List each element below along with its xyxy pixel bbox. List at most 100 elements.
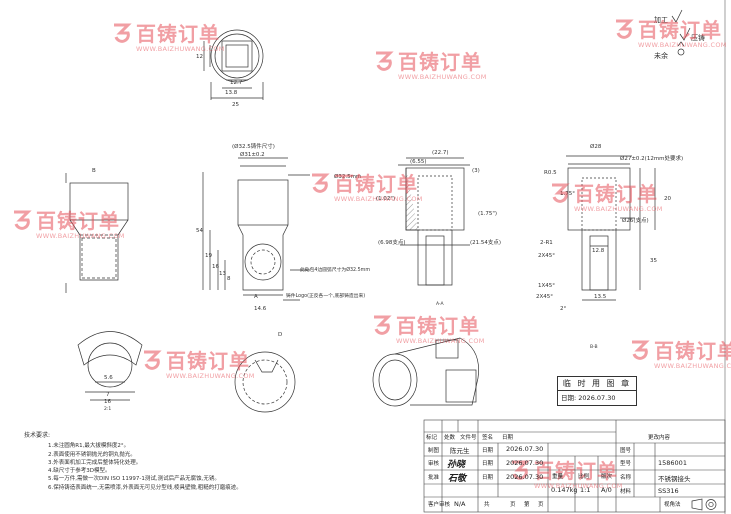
front-view [65, 173, 129, 293]
dim-front-logo-size: 此处包4边圆弧尺寸为Ø32.5mm [300, 266, 370, 273]
dim-bb-35: 35 [650, 258, 657, 264]
dim-front-h13: 13 [219, 271, 226, 277]
watermark-brand-cn: 百铸订单 [638, 18, 722, 42]
tb-customer-label: 客户审核 [428, 502, 451, 508]
dim-side-56: 5.6 [104, 375, 113, 381]
top-view [203, 29, 264, 100]
watermark: 百铸订单 WWW.BAIZHUWANG.COM [308, 168, 423, 203]
watermark-brand-cn: 百铸订单 [396, 314, 480, 338]
note-item: 5.每一万件,需做一次DIN ISO 11997-1测试,测试后产品无腐蚀,无锈… [48, 476, 220, 483]
tb-date-label-review: 日期 [482, 461, 494, 467]
watermark-brand-cn: 百铸订单 [36, 209, 120, 233]
tb-version: A/0 [601, 486, 612, 494]
tb-name-approve: 石敬 [448, 474, 467, 484]
brand-logo-icon [552, 183, 570, 203]
title-block-grid [423, 419, 726, 513]
dim-bb-r05: R0.5 [544, 170, 557, 176]
tb-role-review: 审核 [428, 461, 440, 467]
tb-name-label: 名称 [620, 475, 632, 481]
main-view [202, 157, 310, 301]
tb-scale-label: 比例 [578, 474, 590, 480]
dim-front-h19: 19 [205, 253, 212, 259]
watermark: 百铸订单 WWW.BAIZHUWANG.COM [372, 46, 487, 81]
dim-bb-2: 2° [560, 306, 566, 312]
dim-bb-28: Ø28 [590, 143, 602, 150]
watermark-brand-en: WWW.BAIZHUWANG.COM [36, 232, 125, 240]
blank-symbol-icon [677, 48, 685, 56]
watermark-brand-en: WWW.BAIZHUWANG.COM [398, 73, 487, 81]
brand-logo-icon [632, 340, 650, 360]
dim-bb-r1: 2-R1 [540, 240, 553, 246]
tb-col-sign: 签名 [482, 435, 494, 441]
note-item: 3.外表面机加工完成后整体钝化处理。 [48, 459, 142, 466]
dim-bb-c45b: 1X45° [538, 283, 555, 289]
brand-logo-icon [14, 210, 32, 230]
dim-aa-2154: (21.54支点) [470, 238, 501, 246]
watermark-brand-cn: 百铸订单 [534, 459, 618, 483]
dim-front-d31: Ø31±0.2 [240, 151, 265, 158]
tb-part-name: 不锈钢接头 [658, 475, 691, 483]
watermark: 百铸订单 WWW.BAIZHUWANG.COM [628, 335, 731, 370]
brand-logo-icon [512, 460, 530, 480]
dim-top-138: 13.8 [225, 90, 238, 96]
tb-total-label: 共 [484, 502, 490, 508]
stamp-date: 2026.07.30 [578, 394, 616, 402]
dim-top-12: 12 [196, 54, 203, 60]
watermark: 百铸订单 WWW.BAIZHUWANG.COM [370, 310, 485, 345]
tb-change-title: 更改内容 [648, 435, 671, 441]
dim-front-h16: 16 [212, 264, 219, 270]
tb-version-label: 版次 [601, 474, 613, 480]
dim-front-w146: 14.6 [254, 306, 267, 312]
stamp-date-row: 日期: 2026.07.30 [558, 391, 636, 405]
tb-date-review: 2026.07.30 [506, 459, 544, 467]
watermark-brand-en: WWW.BAIZHUWANG.COM [396, 337, 485, 345]
dim-side-7: 7 [106, 392, 110, 398]
dim-bb-c45a: 2X45° [538, 253, 555, 259]
symbol-machining: 加工 [654, 15, 668, 24]
brand-logo-icon [616, 19, 634, 39]
machining-symbol-icon [671, 9, 683, 23]
dim-front-d325-right: Ø32.5mm [334, 173, 361, 180]
dim-front-section-a: A [254, 294, 258, 300]
watermark-brand-en: WWW.BAIZHUWANG.COM [534, 482, 623, 490]
detail-d-view [234, 351, 296, 413]
watermark-brand-en: WWW.BAIZHUWANG.COM [334, 195, 423, 203]
tb-date-approve: 2026.07.30 [506, 473, 544, 481]
projection-symbol-icon [691, 498, 717, 511]
dim-bb-26: Ø26(支点) [622, 216, 649, 224]
dim-circle-d: D [278, 332, 282, 338]
dim-bb-135: 13.5 [594, 294, 607, 300]
dim-aa-175: (1.75") [478, 211, 497, 217]
tb-col-date: 日期 [502, 435, 514, 441]
note-item: 1.未注圆角R1,最大拔模斜度2°。 [48, 443, 130, 450]
note-item: 2.表面使用不锈钢抛光的铜丸抛光。 [48, 451, 136, 458]
symbol-blank: 未余 [654, 51, 668, 60]
dim-top-25: 25 [232, 102, 239, 108]
watermark-brand-en: WWW.BAIZHUWANG.COM [638, 41, 727, 49]
tb-name-review: 孙晓 [447, 460, 466, 470]
dim-side-16: 16 [104, 399, 111, 405]
dim-front-h54: 54 [196, 228, 203, 234]
tb-view-label: 视角法 [664, 502, 681, 508]
tb-drawing-no-label: 图号 [620, 448, 632, 454]
dim-aa-698: (6.98支点) [378, 238, 406, 246]
watermark: 百铸订单 WWW.BAIZHUWANG.COM [10, 205, 125, 240]
tb-col-file: 文件号 [460, 435, 477, 441]
watermark-brand-en: WWW.BAIZHUWANG.COM [166, 372, 255, 380]
watermark-brand-en: WWW.BAIZHUWANG.COM [136, 45, 225, 53]
tb-page-label: 第 [524, 502, 530, 508]
stamp-title: 临 时 用 图 章 [558, 377, 636, 391]
brand-logo-icon [374, 315, 392, 335]
brand-logo-icon [144, 350, 162, 370]
watermark-brand-cn: 百铸订单 [136, 22, 220, 46]
tb-scale: 1:1 [580, 486, 591, 494]
watermark-brand-en: WWW.BAIZHUWANG.COM [574, 205, 663, 213]
tb-role-draw: 制图 [428, 448, 440, 454]
brand-logo-icon [312, 173, 330, 193]
dim-aa-label: A-A [436, 301, 445, 307]
tb-col-mark: 标记 [426, 435, 438, 441]
notes-title: 技术要求: [24, 432, 51, 439]
watermark-brand-cn: 百铸订单 [166, 349, 250, 373]
note-item: 4.缺尺寸于参考3D模型。 [48, 468, 111, 475]
isometric-view [372, 337, 479, 407]
